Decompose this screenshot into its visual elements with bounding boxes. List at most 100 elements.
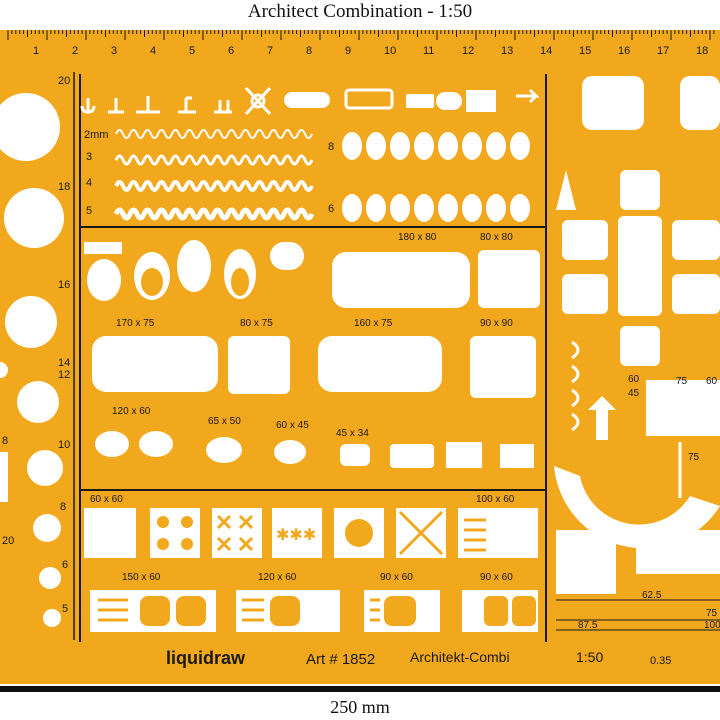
ruler-number: 1 — [33, 45, 39, 57]
dimension-bar — [0, 686, 720, 692]
ruler-number: 6 — [228, 45, 234, 57]
curtain-loop — [414, 194, 434, 222]
curtain-loop — [486, 194, 506, 222]
dimension-label: 45 x 34 — [336, 428, 369, 439]
brand-line: liquidraw Art # 1852 Architekt-Combi 1:5… — [166, 648, 671, 668]
left-scale-labels: 20 18 16 14 12 10 8 6 5 8 20 — [2, 75, 70, 615]
ruler-number: 13 — [501, 45, 513, 57]
dimension-label: 150 x 60 — [122, 572, 161, 583]
curtain-loop — [510, 132, 530, 160]
curtain-loop — [462, 194, 482, 222]
dimension-label: 170 x 75 — [116, 318, 155, 329]
curtain-loop — [486, 132, 506, 160]
right-label: 45 — [628, 388, 640, 399]
left-scale-label: 20 — [2, 535, 14, 547]
left-scale-label: 20 — [58, 75, 70, 87]
dimension-label: 100 x 60 — [476, 494, 515, 505]
left-scale-label: 6 — [62, 559, 68, 571]
ruler-number: 16 — [618, 45, 630, 57]
dimension-label: 90 x 60 — [380, 572, 413, 583]
bath-dimension-labels: 180 x 80 80 x 80 170 x 75 80 x 75 160 x … — [112, 232, 513, 439]
pen-size-label: 0.35 — [650, 655, 671, 667]
template-name: Architekt-Combi — [410, 649, 510, 665]
top-ruler — [7, 30, 715, 40]
dimension-label: 120 x 60 — [112, 406, 151, 417]
curtain-loop — [366, 132, 386, 160]
dimension-label: 80 x 75 — [240, 318, 273, 329]
wave-lines — [113, 129, 315, 221]
ruler-number: 2 — [72, 45, 78, 57]
left-scale-label: 10 — [58, 439, 70, 451]
ruler-number: 10 — [384, 45, 396, 57]
left-scale-label: 16 — [58, 279, 70, 291]
dimension-label: 180 x 80 — [398, 232, 437, 243]
brand-logo: liquidraw — [166, 648, 246, 668]
curtain-loop — [510, 194, 530, 222]
dimension-label: 90 x 90 — [480, 318, 513, 329]
fixture-symbols-row-2 — [284, 88, 540, 112]
curtain-loop — [366, 194, 386, 222]
dimension-label: 90 x 60 — [480, 572, 513, 583]
right-label: 75 — [676, 376, 688, 387]
dimension-label: 160 x 75 — [354, 318, 393, 329]
kitchen-strokes — [98, 510, 486, 622]
ruler-number: 7 — [267, 45, 273, 57]
left-scale-label: 12 — [58, 369, 70, 381]
curtain-loop — [438, 132, 458, 160]
right-label: 75 — [706, 608, 718, 619]
curtain-loop — [414, 132, 434, 160]
chair-arcs — [571, 340, 682, 498]
page-title: Architect Combination - 1:50 — [247, 1, 473, 22]
right-dimension-labels: 60 45 75 100 62.5 87.5 75 60 75 — [578, 374, 720, 631]
kitchen-dimension-labels: 60 x 60 100 x 60 150 x 60 120 x 60 90 x … — [90, 494, 515, 583]
hob-stars: ✱✱✱ — [276, 527, 316, 544]
dimension-label: 60 x 60 — [90, 494, 123, 505]
curtain-loop — [390, 194, 410, 222]
left-scale-label: 8 — [60, 501, 66, 513]
circle-stencils — [0, 93, 64, 627]
dimension-label: 80 x 80 — [480, 232, 513, 243]
article-number: Art # 1852 — [306, 651, 375, 668]
curtain-loop — [438, 194, 458, 222]
curtain-loop — [342, 132, 362, 160]
right-label: 60 — [706, 376, 718, 387]
ruler-number: 4 — [150, 45, 156, 57]
bathtubs — [92, 336, 536, 398]
curtain-loop — [462, 132, 482, 160]
template-scale: 1:50 — [576, 649, 603, 665]
dimension-label: 65 x 50 — [208, 416, 241, 427]
ruler-number: 18 — [696, 45, 708, 57]
ruler-number: 8 — [306, 45, 312, 57]
curtain-label: 8 — [328, 141, 334, 153]
dimension-label: 60 x 45 — [276, 420, 309, 431]
line-width-labels: 2mm 3 4 5 — [84, 129, 108, 217]
ruler-number: 11 — [423, 45, 434, 57]
ruler-number: 17 — [657, 45, 669, 57]
line-width-label: 5 — [86, 205, 92, 217]
washbasins — [95, 431, 534, 468]
line-width-label: 3 — [86, 151, 92, 163]
fixture-symbols-row — [80, 86, 272, 116]
ruler-number: 3 — [111, 45, 117, 57]
curtain-loop — [390, 132, 410, 160]
line-width-label: 4 — [86, 177, 92, 189]
left-scale-label: 18 — [58, 181, 70, 193]
right-label: 100 — [704, 620, 720, 631]
furniture-pieces — [554, 76, 720, 594]
bath-fixtures — [84, 240, 540, 308]
width-label: 250 mm — [330, 697, 390, 717]
right-ticks — [556, 599, 720, 631]
left-scale-label: 14 — [58, 357, 70, 369]
ruler-number: 15 — [579, 45, 591, 57]
right-label: 60 — [628, 374, 640, 385]
ruler-number: 9 — [345, 45, 351, 57]
curtain-label: 6 — [328, 203, 334, 215]
curtain-loops — [342, 132, 530, 222]
section-dividers — [79, 74, 547, 642]
left-scale-label: 5 — [62, 603, 68, 615]
left-scale-label: 8 — [2, 435, 8, 447]
bath-fixture-details — [141, 268, 249, 296]
ruler-number: 14 — [540, 45, 552, 57]
